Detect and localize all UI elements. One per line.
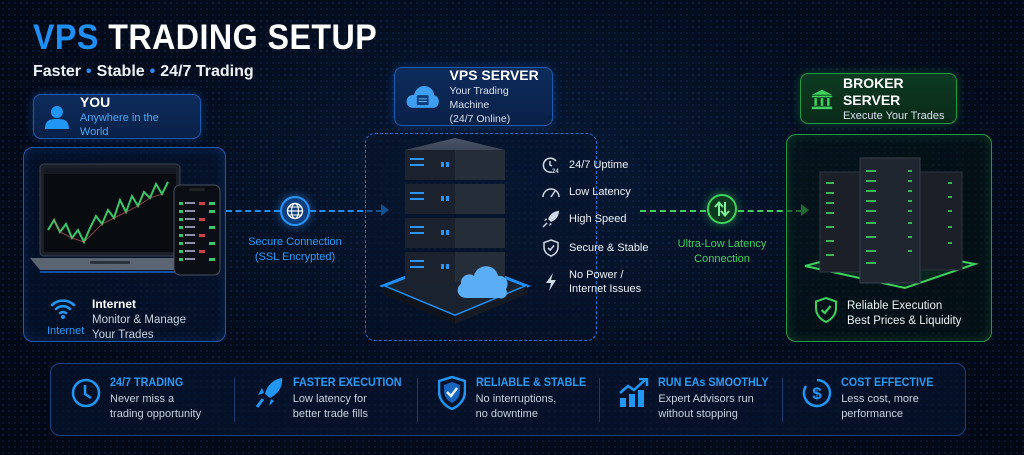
secure-connection-label: Secure Connection (SSL Encrypted) (245, 235, 345, 265)
benefit-desc-line1: No interruptions, (475, 392, 557, 405)
subtitle-part: Faster (33, 63, 82, 80)
clock-icon (71, 378, 101, 407)
dollar-icon: $ (802, 378, 832, 407)
green-connector-left (640, 210, 706, 212)
connector-line-left (226, 210, 280, 212)
broker-label-box: BROKER SERVER Execute Your Trades (800, 73, 957, 124)
benefit-title: COST EFFECTIVE (841, 374, 934, 389)
benefit-item: 24/7 TRADING Never miss a trading opportu… (51, 374, 234, 426)
benefit-desc-line2: trading opportunity (110, 407, 202, 420)
server-stack-illustration (378, 138, 532, 324)
subtitle-separator: • (149, 63, 156, 80)
subtitle-separator: • (86, 63, 92, 80)
broker-line1: Reliable Execution (847, 300, 943, 312)
subtitle-part: Stable (96, 63, 145, 80)
green-connector-right (738, 210, 802, 212)
globe-icon (280, 196, 310, 226)
benefit-item: $ COST EFFECTIVE Less cost, more performa… (782, 374, 965, 426)
benefit-item: RELIABLE & STABLE No interruptions, no do… (416, 374, 600, 426)
ultra-low-latency-label: Ultra-Low Latency Connection (672, 237, 772, 267)
vps-feature: 24 24/7 Uptime (541, 156, 649, 174)
internet-info: Internet Monitor & Manage Your Trades (92, 296, 186, 343)
feature-label-line2: Internet Issues (569, 283, 642, 295)
you-subtitle: Anywhere in the World (79, 112, 159, 138)
broker-subtitle: Execute Your Trades (842, 109, 945, 122)
latency-line1: Ultra-Low Latency (677, 238, 767, 250)
feature-label: Secure & Stable (569, 242, 649, 254)
phone-watchlist (173, 184, 221, 276)
benefit-desc-line1: Never miss a (110, 392, 175, 405)
vps-feature: No Power / Internet Issues (541, 268, 649, 296)
benefit-desc-line1: Less cost, more (841, 392, 919, 405)
benefit-desc-line2: without stopping (658, 407, 738, 420)
svg-text:24: 24 (552, 169, 559, 174)
benefit-desc-line1: Expert Advisors run (658, 392, 754, 405)
clock-24-icon: 24 (542, 157, 559, 174)
page-subtitle: Faster•Stable•24/7 Trading (33, 62, 254, 82)
title-rest: TRADING SETUP (108, 18, 378, 57)
internet-title: Internet (92, 297, 137, 311)
internet-desc-line2: Your Trades (92, 329, 154, 341)
vps-label-box: VPS SERVER Your Trading Machine (24/7 On… (394, 67, 553, 126)
broker-line2: Best Prices & Liquidity (847, 315, 962, 327)
benefit-title: FASTER EXECUTION (292, 374, 402, 389)
vps-title: VPS SERVER (449, 67, 539, 83)
connector-line-right (310, 210, 382, 212)
vps-subtitle-line1: Your Trading Machine (449, 85, 509, 111)
svg-text:$: $ (812, 384, 822, 403)
feature-label: Low Latency (569, 186, 631, 198)
subtitle-part: 24/7 Trading (160, 63, 254, 80)
internet-icon-label: Internet (47, 325, 85, 337)
benefit-title: 24/7 TRADING (110, 374, 184, 389)
benefit-item: RUN EAs SMOOTHLY Expert Advisors run with… (599, 374, 782, 426)
feature-label: High Speed (569, 213, 627, 225)
shield-check-icon (437, 375, 466, 410)
you-title: YOU (79, 94, 111, 110)
up-down-arrows-icon (707, 194, 737, 224)
benefit-item: FASTER EXECUTION Low latency for better t… (233, 374, 417, 426)
broker-title: BROKER SERVER (842, 74, 904, 108)
wifi-icon (50, 299, 76, 319)
secure-connection-line1: Secure Connection (248, 236, 342, 248)
rocket-icon (255, 377, 282, 408)
rocket-icon (542, 211, 559, 228)
vps-feature: Low Latency (541, 185, 649, 199)
laptop-trading-chart (30, 163, 190, 273)
feature-label: 24/7 Uptime (569, 159, 629, 171)
user-icon (44, 105, 69, 129)
speedometer-icon (542, 188, 560, 198)
vps-feature: High Speed (541, 210, 649, 228)
benefit-desc-line2: no downtime (475, 407, 538, 420)
growth-chart-icon (619, 377, 649, 407)
broker-shield-check-icon (815, 297, 837, 323)
vps-feature: Secure & Stable (541, 239, 649, 257)
benefit-title: RUN EAs SMOOTHLY (658, 374, 770, 389)
internet-desc-line1: Monitor & Manage (92, 314, 186, 326)
benefits-bar: 24/7 TRADING Never miss a trading opportu… (50, 363, 966, 436)
benefit-desc-line1: Low latency for (292, 392, 367, 405)
vps-features-list: 24 24/7 Uptime Low Latency High Speed Se… (541, 156, 649, 296)
broker-server-racks (804, 157, 979, 290)
page-title: VPS TRADING SETUP (33, 18, 377, 58)
you-label-box: YOU Anywhere in the World (33, 94, 201, 139)
secure-connection-line2: (SSL Encrypted) (254, 251, 336, 263)
lightning-icon (546, 273, 556, 291)
bank-icon (811, 89, 833, 109)
latency-line2: Connection (694, 253, 750, 265)
benefit-desc-line2: better trade fills (292, 407, 368, 420)
shield-check-icon (543, 239, 559, 257)
benefit-title: RELIABLE & STABLE (475, 374, 586, 389)
benefit-desc-line2: performance (841, 407, 903, 420)
title-accent: VPS (33, 18, 99, 57)
cloud-server-icon (406, 85, 439, 108)
feature-label: No Power / (569, 269, 624, 281)
vps-subtitle-line2: (24/7 Online) (449, 113, 511, 125)
broker-info: Reliable Execution Best Prices & Liquidi… (847, 299, 961, 329)
